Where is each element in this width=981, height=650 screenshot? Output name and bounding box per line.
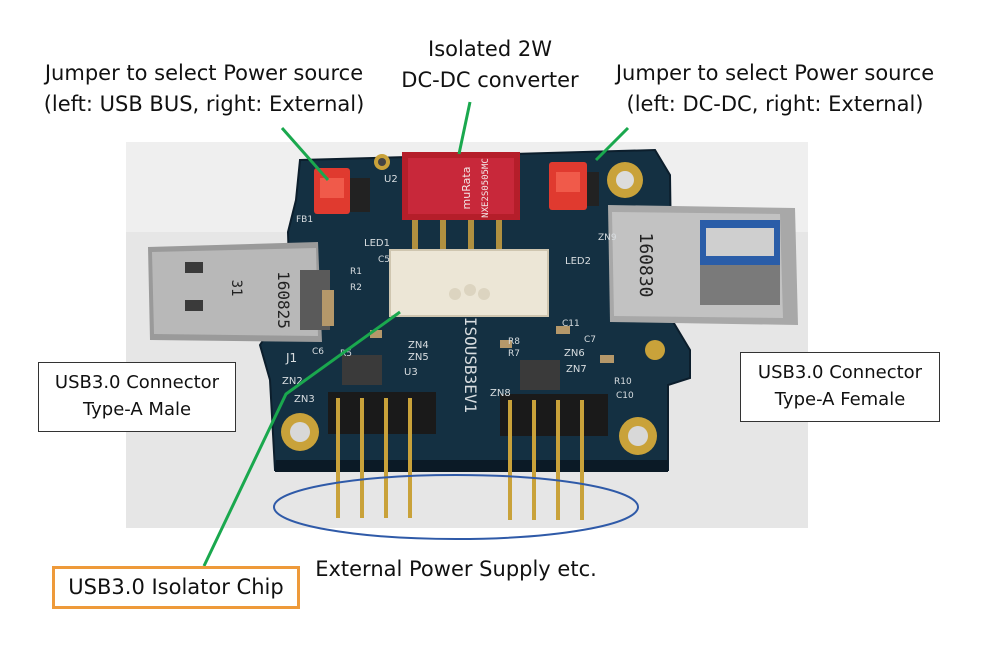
ref-r7: R7 [508, 349, 520, 359]
mounting-hole-top-right [607, 162, 643, 198]
line-dcdc [457, 101, 472, 155]
jumper-left-label: Jumper to select Power source (left: USB… [36, 58, 372, 120]
smd-components [322, 290, 614, 390]
ref-zn6: ZN6 [564, 348, 585, 359]
ref-zn9: ZN9 [598, 233, 617, 243]
mounting-hole-bottom-left [281, 413, 319, 451]
ref-j1: J1 [285, 351, 297, 365]
dcdc-brand-text: muRata [460, 167, 473, 210]
isolator-chip [389, 249, 549, 317]
mounting-hole-small [374, 154, 390, 170]
jumper-right-line2: (left: DC-DC, right: External) [626, 92, 924, 116]
jumper-left [314, 168, 370, 214]
mounting-hole-bottom-right [619, 417, 657, 455]
usb-male-code-text: 160825 [274, 271, 293, 329]
ref-zn4: ZN4 [408, 340, 429, 351]
ref-led1: LED1 [364, 238, 390, 249]
usb-male-connector: 160825 31 [148, 242, 330, 342]
ref-zn7: ZN7 [566, 364, 587, 375]
jumper-right-line1: Jumper to select Power source [615, 61, 935, 85]
board-name-text: ISOUSB3EV1 [461, 317, 480, 413]
ref-u3: U3 [404, 367, 418, 378]
dcdc-line1: Isolated 2W [428, 37, 552, 61]
external-power-label: External Power Supply etc. [315, 557, 597, 581]
ref-c10: C10 [616, 391, 634, 401]
ref-zn3: ZN3 [294, 394, 315, 405]
ref-c6: C6 [312, 347, 324, 357]
dcdc-line2: DC-DC converter [401, 68, 579, 92]
jumper-right [549, 162, 599, 210]
ref-zn2: ZN2 [282, 376, 303, 387]
usb-female-line1: USB3.0 Connector [757, 362, 923, 383]
ref-r1: R1 [350, 267, 362, 277]
ref-c7: C7 [584, 335, 596, 345]
usb-female-label-box: USB3.0 Connector Type-A Female [740, 352, 940, 422]
line-jumper-right [594, 126, 630, 162]
usb-male-num-text: 31 [228, 280, 244, 297]
ref-r5: R5 [340, 349, 352, 359]
usb-male-line2: Type-A Male [82, 399, 192, 420]
external-power-ellipse [273, 474, 639, 540]
pin-header-right [500, 394, 608, 520]
ref-zn5: ZN5 [408, 352, 429, 363]
ref-led2: LED2 [565, 256, 591, 267]
ref-c5: C5 [378, 255, 390, 265]
jumper-right-label: Jumper to select Power source (left: DC-… [606, 58, 944, 120]
ref-zn8: ZN8 [490, 388, 511, 399]
pin-header-left [328, 392, 436, 518]
ref-r8: R8 [508, 337, 520, 347]
usb-female-code-text: 160830 [635, 232, 656, 297]
annotation-lines [202, 101, 630, 567]
jumper-left-line1: Jumper to select Power source [44, 61, 364, 85]
ref-c11: C11 [562, 319, 580, 329]
line-isolator-chip [202, 310, 401, 567]
ref-fb1: FB1 [296, 215, 313, 225]
dcdc-part-text: NXE2S0505MC [481, 158, 491, 218]
usb-female-line2: Type-A Female [774, 389, 906, 410]
jumper-left-line2: (left: USB BUS, right: External) [43, 92, 365, 116]
ref-u2: U2 [384, 174, 398, 185]
ref-r2: R2 [350, 283, 362, 293]
dcdc-label: Isolated 2W DC-DC converter [392, 34, 588, 96]
usb-female-connector: 160830 [608, 205, 798, 360]
dcdc-converter-module: muRata NXE2S0505MC [402, 152, 520, 250]
usb-male-line1: USB3.0 Connector [54, 372, 220, 393]
line-jumper-left [280, 127, 330, 181]
ref-r10: R10 [614, 377, 632, 387]
isolator-chip-label-box: USB3.0 Isolator Chip [52, 566, 300, 609]
usb-male-label-box: USB3.0 Connector Type-A Male [38, 362, 236, 432]
